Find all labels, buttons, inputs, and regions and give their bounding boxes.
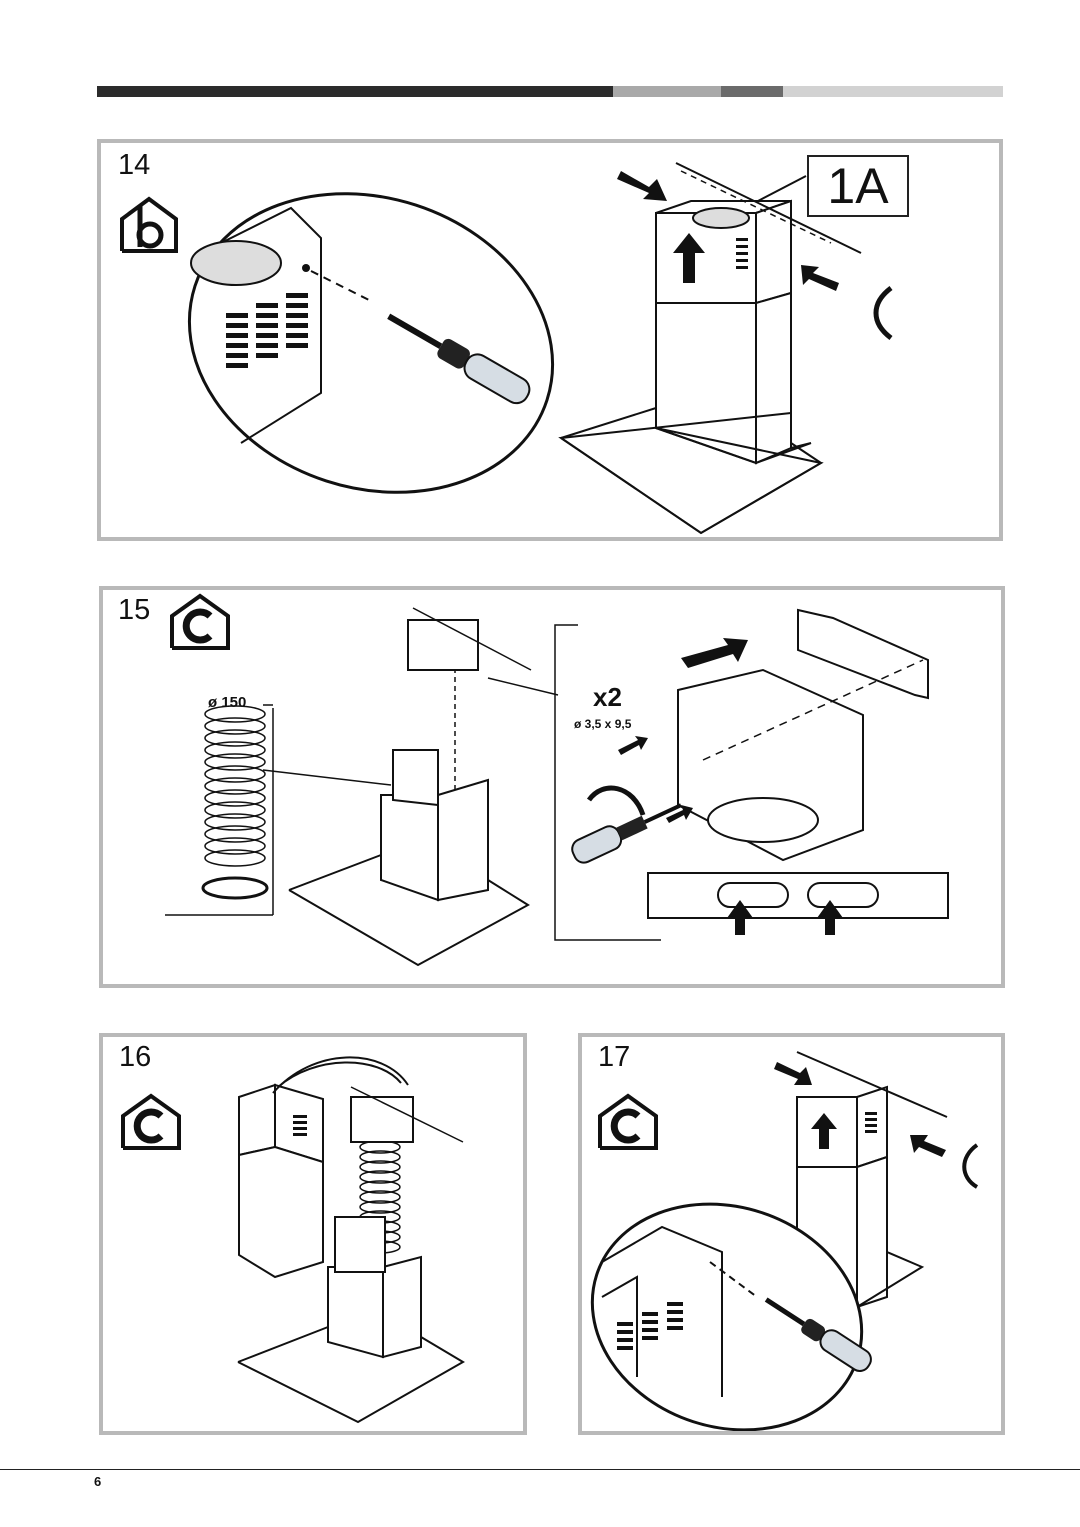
page-number: 6 bbox=[94, 1474, 102, 1489]
quantity-label: x2 bbox=[593, 682, 622, 712]
header-bar bbox=[97, 86, 1003, 97]
step-15-figure bbox=[165, 607, 949, 967]
screw-size-label: ø 3,5 x 9,5 bbox=[574, 717, 632, 731]
step-number: 14 bbox=[118, 149, 151, 181]
step-17-figure bbox=[590, 1051, 979, 1431]
house-b-icon bbox=[120, 196, 178, 253]
house-c-icon bbox=[598, 1093, 658, 1150]
footer-rule bbox=[0, 1469, 1080, 1470]
step-number: 17 bbox=[598, 1041, 631, 1073]
step-number: 16 bbox=[119, 1041, 152, 1073]
step-16-panel: 16 bbox=[99, 1033, 527, 1435]
step-14-panel: 14 bbox=[97, 139, 1003, 541]
house-c-icon bbox=[170, 593, 230, 650]
house-c-icon bbox=[121, 1093, 181, 1150]
step-14-figure bbox=[187, 162, 893, 535]
header-bar-light bbox=[613, 86, 721, 97]
header-bar-mid bbox=[721, 86, 783, 97]
header-bar-dark bbox=[97, 86, 613, 97]
step-17-panel: 17 bbox=[578, 1033, 1005, 1435]
header-bar-pale bbox=[783, 86, 1003, 97]
step-16-figure bbox=[237, 1056, 465, 1424]
callout-1a: 1A bbox=[807, 155, 909, 217]
step-15-panel: 15 ø 150 x2 ø 3,5 x 9,5 bbox=[99, 586, 1005, 988]
step-number: 15 bbox=[118, 594, 151, 626]
